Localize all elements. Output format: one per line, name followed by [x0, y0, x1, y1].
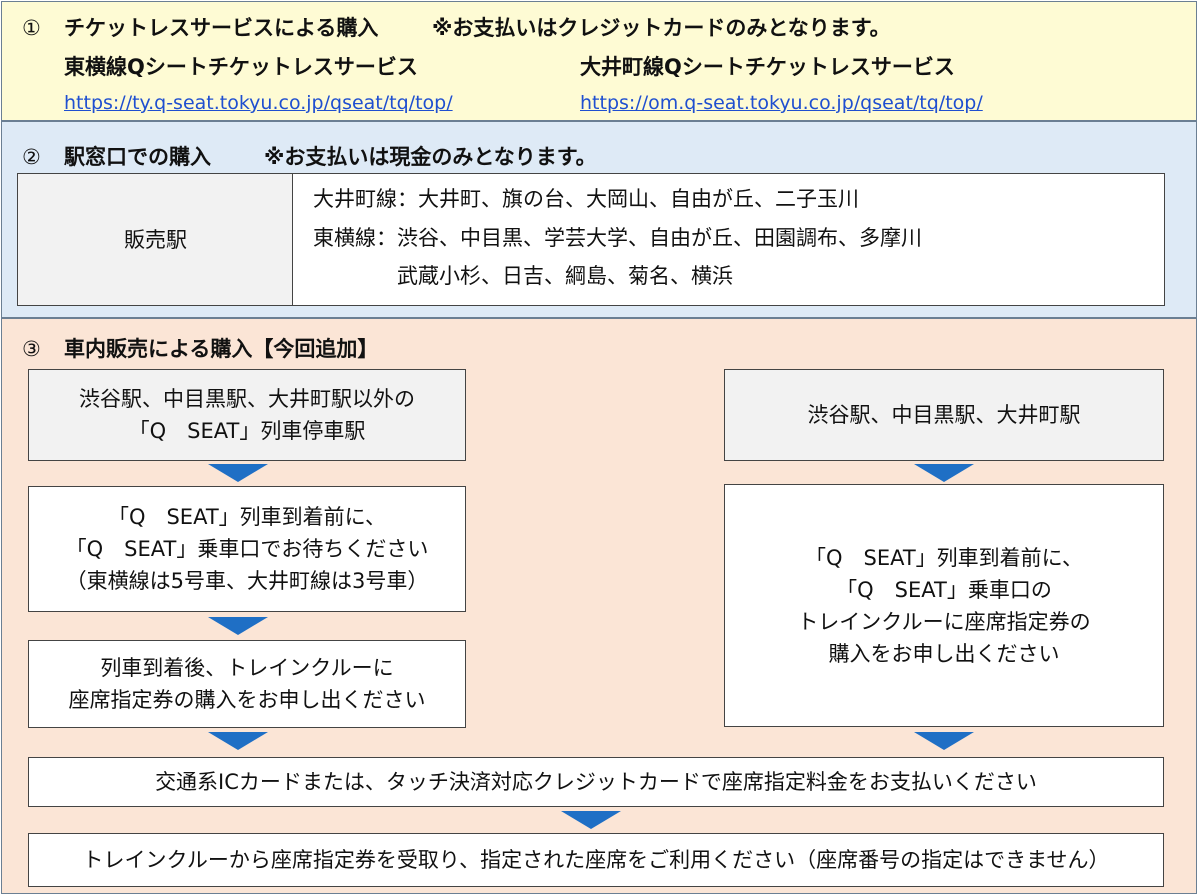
- oimachi-service-name: 大井町線Qシートチケットレスサービス: [580, 55, 955, 79]
- down-arrow-icon: [561, 811, 621, 829]
- left-flow-step-3: 列車到着後、トレインクルーに 座席指定券の購入をお申し出ください: [28, 640, 466, 728]
- step-line: 「Q SEAT」列車停車駅: [128, 419, 366, 443]
- step-line: 「Q SEAT」列車到着前に、: [804, 545, 1084, 570]
- down-arrow-icon: [208, 732, 268, 750]
- toyoko-service-link[interactable]: https://ty.q-seat.tokyu.co.jp/qseat/tq/t…: [64, 92, 453, 114]
- step-line: 購入をお申し出ください: [828, 641, 1060, 666]
- step-line: 列車到着後、トレインクルーに: [100, 656, 394, 680]
- sales-stations-label-cell: 販売駅: [17, 173, 294, 306]
- ticketless-section: ① チケットレスサービスによる購入 ※お支払いはクレジットカードのみとなります。…: [1, 1, 1197, 121]
- section-3-number: ③: [22, 337, 41, 361]
- payment-text: 交通系ICカードまたは、タッチ決済対応クレジットカードで座席指定料金をお支払いく…: [155, 770, 1037, 794]
- step-line: （東横線は5号車、大井町線は3号車）: [65, 569, 429, 593]
- down-arrow-icon: [208, 617, 268, 635]
- sales-stations-label: 販売駅: [124, 227, 187, 252]
- onboard-sales-section: ③ 車内販売による購入【今回追加】 渋谷駅、中目黒駅、大井町駅以外の 「Q SE…: [1, 318, 1197, 894]
- down-arrow-icon: [914, 732, 974, 750]
- step-line: 「Q SEAT」列車到着前に、: [107, 505, 387, 529]
- section-2-note: ※お支払いは現金のみとなります。: [264, 145, 597, 169]
- section-3-heading: 車内販売による購入【今回追加】: [64, 337, 379, 361]
- right-flow-step-2: 「Q SEAT」列車到着前に、 「Q SEAT」乗車口の トレインクルーに座席指…: [724, 484, 1164, 727]
- down-arrow-icon: [208, 464, 268, 482]
- section-1-number: ①: [22, 16, 41, 40]
- payment-step: 交通系ICカードまたは、タッチ決済対応クレジットカードで座席指定料金をお支払いく…: [28, 757, 1164, 807]
- right-flow-step-1: 渋谷駅、中目黒駅、大井町駅: [724, 369, 1164, 461]
- final-text: トレインクルーから座席指定券を受取り、指定された座席をご利用ください（座席番号の…: [82, 848, 1110, 872]
- station-window-section: ② 駅窓口での購入 ※お支払いは現金のみとなります。 販売駅 大井町線：大井町、…: [1, 121, 1197, 318]
- step-line: トレインクルーに座席指定券の: [797, 609, 1091, 634]
- step-line: 座席指定券の購入をお申し出ください: [68, 688, 426, 712]
- step-line: 渋谷駅、中目黒駅、大井町駅: [807, 403, 1081, 427]
- final-step: トレインクルーから座席指定券を受取り、指定された座席をご利用ください（座席番号の…: [28, 833, 1164, 887]
- oimachi-service-link[interactable]: https://om.q-seat.tokyu.co.jp/qseat/tq/t…: [580, 92, 983, 114]
- toyoko-line-stations-continued: 武蔵小杉、日吉、綱島、菊名、横浜: [397, 264, 733, 288]
- step-line: 「Q SEAT」乗車口の: [836, 577, 1052, 602]
- section-2-heading: 駅窓口での購入: [64, 145, 211, 169]
- left-flow-step-1: 渋谷駅、中目黒駅、大井町駅以外の 「Q SEAT」列車停車駅: [28, 369, 466, 461]
- step-line: 「Q SEAT」乗車口でお待ちください: [65, 537, 429, 561]
- toyoko-line-stations: 東横線：渋谷、中目黒、学芸大学、自由が丘、田園調布、多摩川: [313, 226, 922, 250]
- sales-stations-list-cell: 大井町線：大井町、旗の台、大岡山、自由が丘、二子玉川 東横線：渋谷、中目黒、学芸…: [292, 173, 1165, 306]
- down-arrow-icon: [914, 464, 974, 482]
- toyoko-service-name: 東横線Qシートチケットレスサービス: [64, 55, 418, 79]
- oimachi-line-stations: 大井町線：大井町、旗の台、大岡山、自由が丘、二子玉川: [313, 187, 859, 211]
- section-2-number: ②: [22, 145, 41, 169]
- section-1-note: ※お支払いはクレジットカードのみとなります。: [432, 16, 891, 40]
- left-flow-step-2: 「Q SEAT」列車到着前に、 「Q SEAT」乗車口でお待ちください （東横線…: [28, 486, 466, 612]
- step-line: 渋谷駅、中目黒駅、大井町駅以外の: [79, 387, 415, 411]
- section-1-heading: チケットレスサービスによる購入: [64, 16, 379, 40]
